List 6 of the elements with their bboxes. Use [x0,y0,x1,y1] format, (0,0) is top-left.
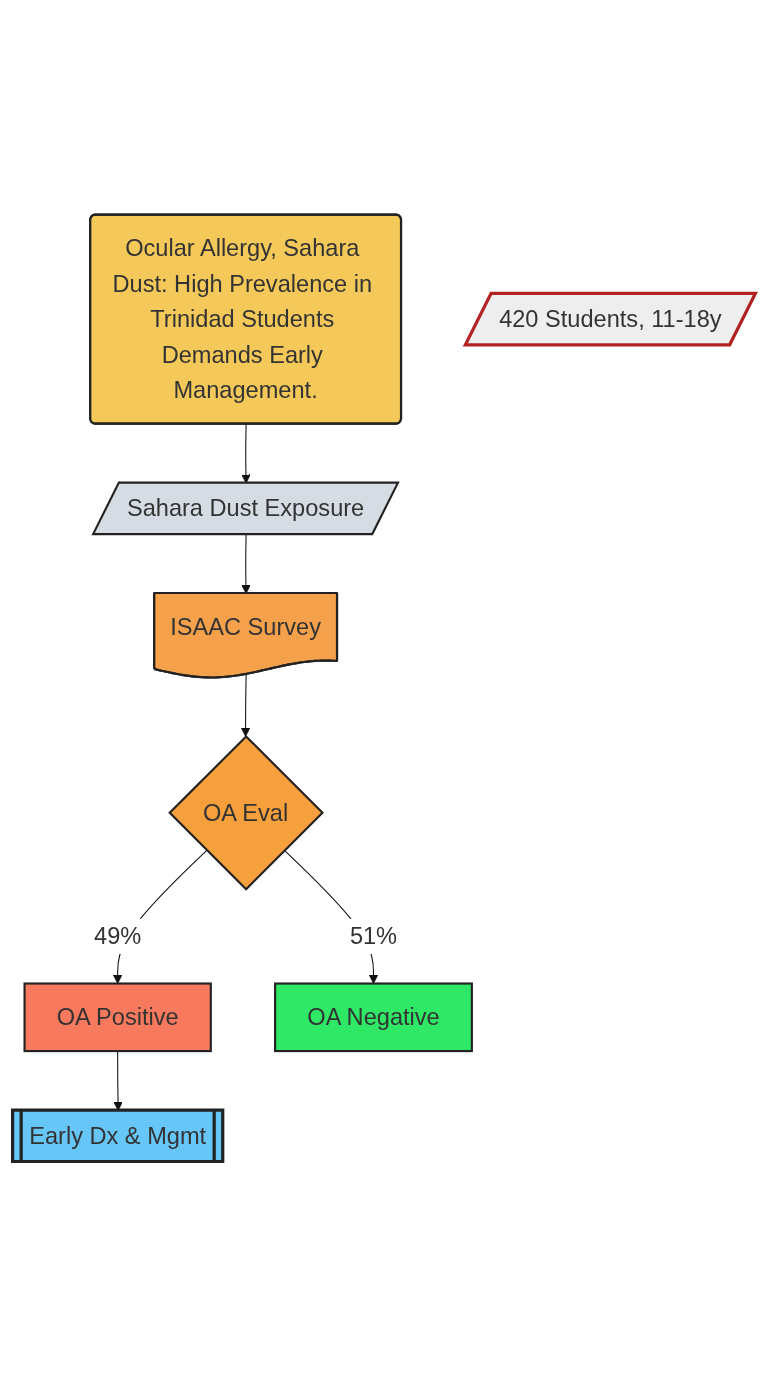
arrow [240,673,251,737]
node-box: OA Positive [23,982,212,1053]
node-diamond: OA Eval [168,734,324,891]
edge-label: 51% [349,922,398,950]
node-box: OA Negative [274,982,473,1053]
edge-label: 49% [94,922,142,950]
